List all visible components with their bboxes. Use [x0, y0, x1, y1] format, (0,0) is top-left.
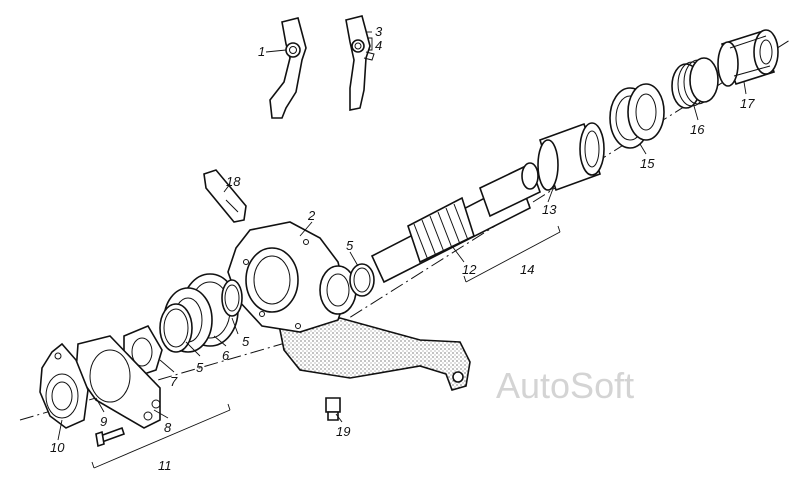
watermark-text: AutoSoft	[496, 365, 634, 406]
leader-lines	[57, 31, 747, 469]
tab-part-18	[203, 169, 247, 223]
bracket-housing-part-2	[227, 221, 471, 391]
callouts: 1 2 3 4 5 5 5 6 7 8 9 10 11 12 13 14 15 …	[50, 24, 755, 473]
callout-5-right: 5	[242, 334, 250, 349]
callout-15: 15	[640, 156, 655, 171]
snap-ring-part-5-hub	[349, 263, 375, 297]
callout-14: 14	[520, 262, 534, 277]
callout-10: 10	[50, 440, 65, 455]
callout-3: 3	[375, 24, 383, 39]
callout-17: 17	[740, 96, 755, 111]
gear-part-15	[609, 83, 665, 149]
callout-5-hub: 5	[346, 238, 354, 253]
callout-19: 19	[336, 424, 350, 439]
callout-7: 7	[170, 374, 178, 389]
screw-part-11	[95, 426, 126, 448]
snap-ring-part-5-left	[159, 303, 193, 353]
sleeve-part-13	[537, 122, 605, 192]
callout-1: 1	[258, 44, 265, 59]
spring-part-16	[671, 57, 719, 109]
lever-part-3-4	[345, 15, 375, 111]
snap-ring-part-5-right	[221, 279, 243, 317]
callout-13: 13	[542, 202, 557, 217]
lock-disc-part-10	[39, 342, 89, 429]
callout-8: 8	[164, 420, 172, 435]
callout-11: 11	[158, 458, 172, 473]
callout-4: 4	[375, 38, 382, 53]
callout-9: 9	[100, 414, 107, 429]
cap-part-17	[717, 29, 779, 87]
callout-2: 2	[307, 208, 316, 223]
shaft-part-12	[370, 162, 541, 284]
lever-part-1	[269, 17, 307, 119]
bolt-part-19	[325, 397, 341, 421]
callout-12: 12	[462, 262, 477, 277]
callout-16: 16	[690, 122, 705, 137]
callout-6: 6	[222, 348, 230, 363]
callout-5-left: 5	[196, 360, 204, 375]
callout-18: 18	[226, 174, 241, 189]
